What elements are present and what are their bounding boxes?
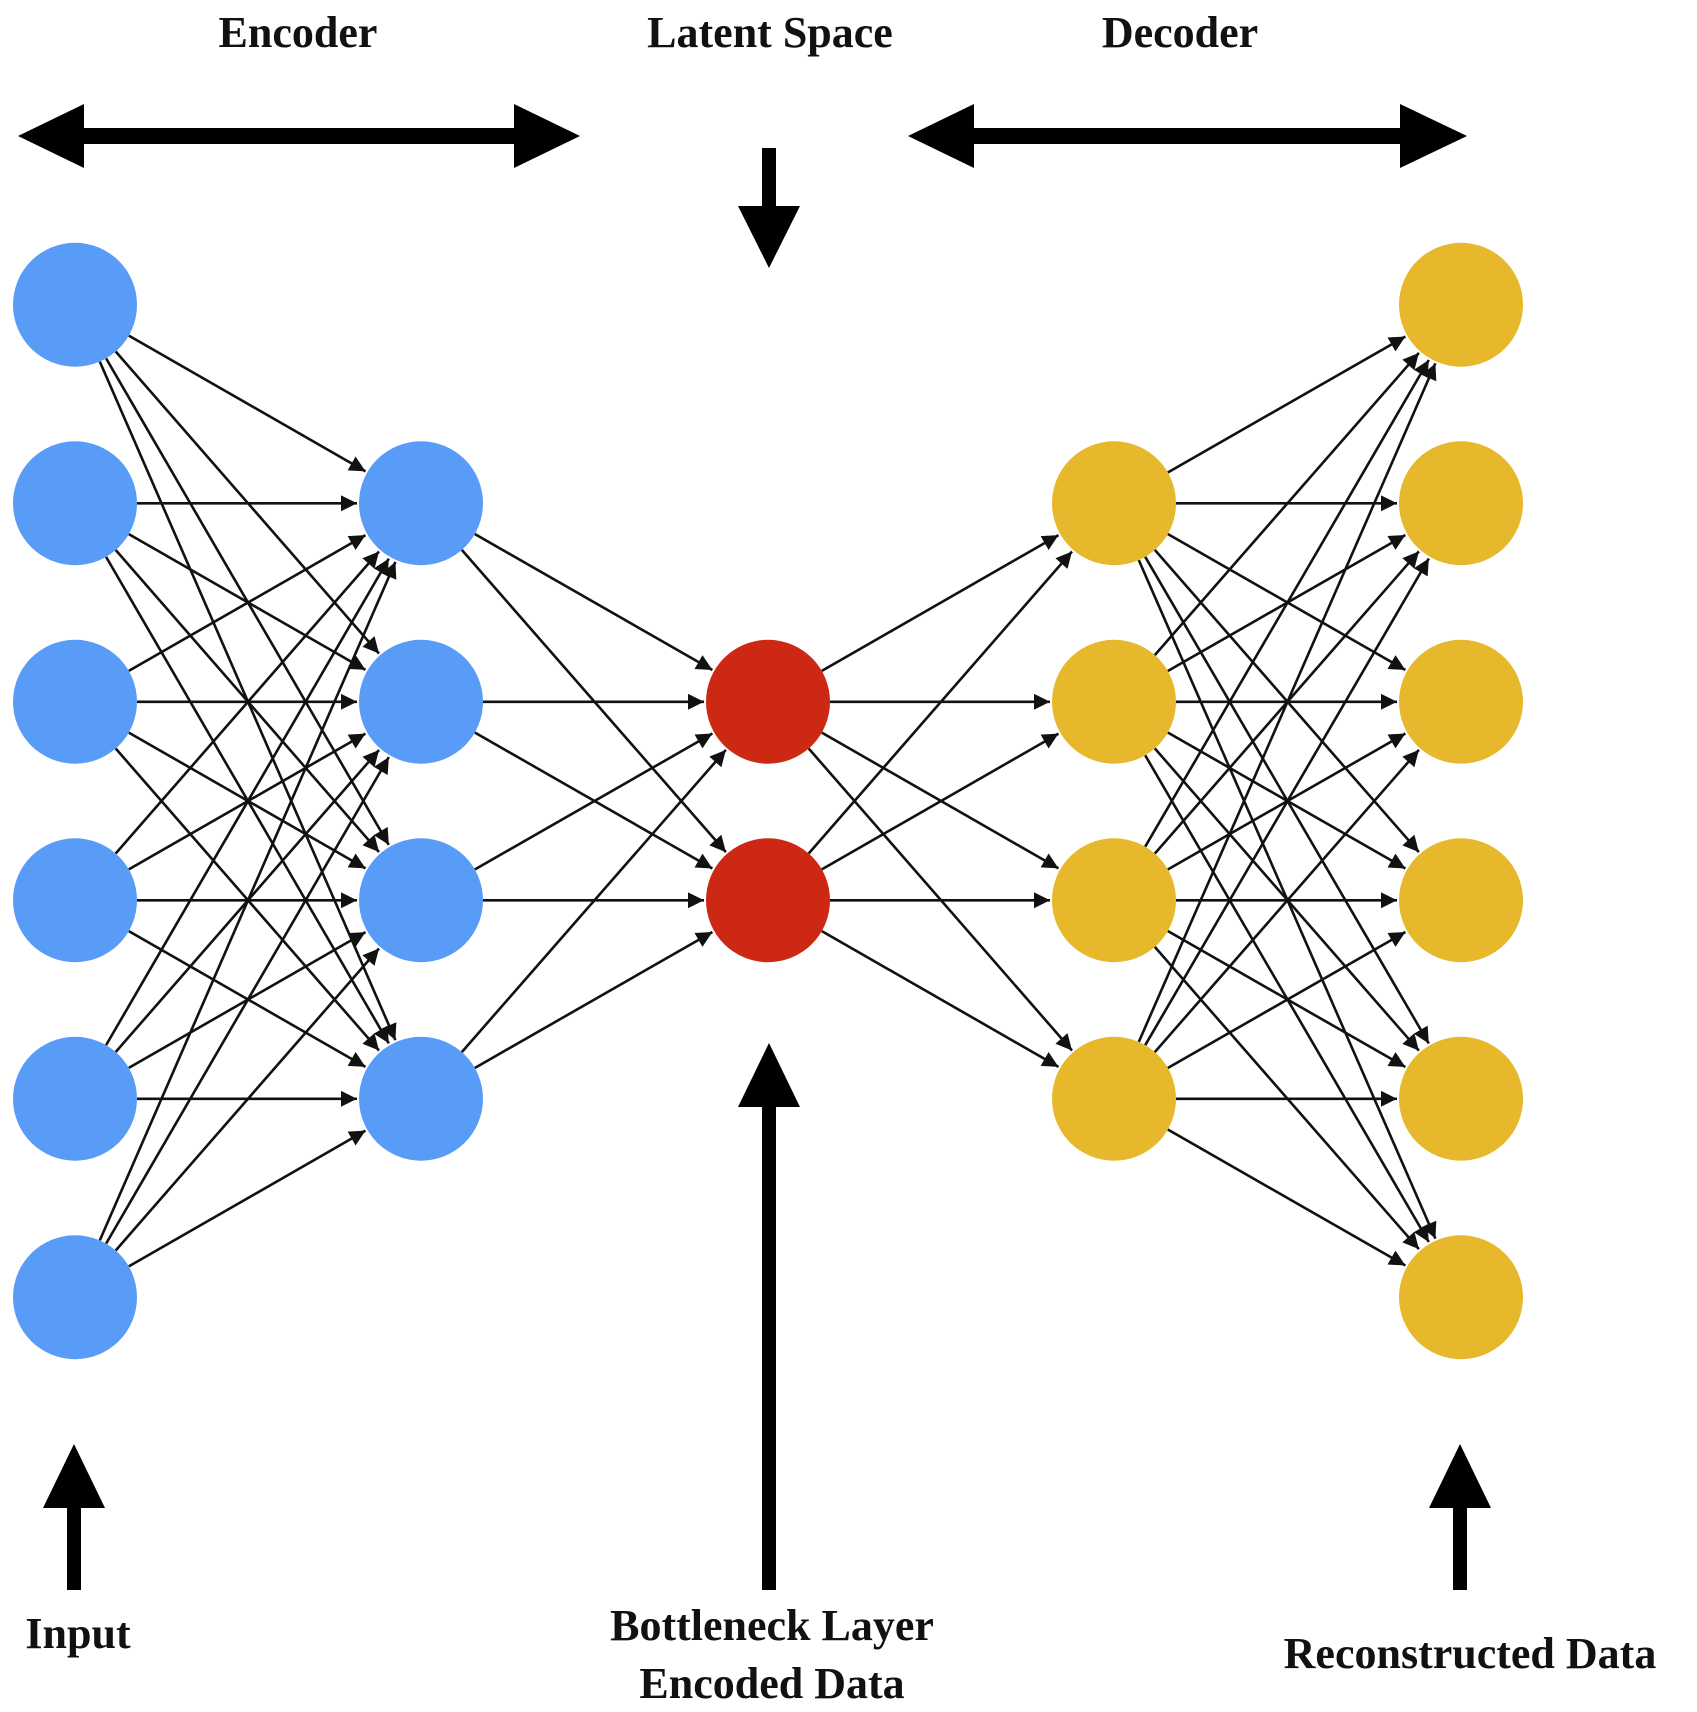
edge-bottleneck-layer-1-to-decoder-hidden-layer-1 (821, 533, 1060, 673)
edge-decoder-hidden-layer-1-to-output-layer-1 (1167, 335, 1407, 474)
encoded-data-label: Encoded Data (639, 1659, 904, 1708)
encoder-hidden-layer-node-2 (359, 639, 483, 764)
output-layer-node-2 (1399, 441, 1523, 566)
edge-decoder-hidden-layer-4-to-output-layer-4 (1167, 930, 1407, 1070)
input-layer-node-2 (13, 441, 137, 566)
network-nodes (13, 242, 1523, 1360)
edge-decoder-hidden-layer-2-to-output-layer-1 (1153, 352, 1420, 656)
output-layer-node-4 (1399, 838, 1523, 963)
edge-input-layer-4-to-encoder-hidden-layer-1 (114, 550, 380, 855)
network-edges (98, 334, 1437, 1268)
edge-decoder-hidden-layer-4-to-output-layer-2 (1144, 557, 1430, 1046)
bottleneck-layer-node-1 (706, 639, 830, 764)
edge-input-layer-1-to-encoder-hidden-layer-1 (128, 334, 367, 473)
edge-encoder-hidden-layer-3-to-bottleneck-layer-1 (474, 732, 714, 871)
edge-encoder-hidden-layer-4-to-bottleneck-layer-1 (460, 749, 727, 1053)
encoder-hidden-layer-node-3 (359, 838, 483, 963)
encoder-hidden-layer-node-4 (359, 1036, 483, 1161)
edge-decoder-hidden-layer-4-to-output-layer-6 (1167, 1128, 1407, 1267)
input-layer-node-6 (13, 1235, 137, 1360)
reconstructed-up-arrow-icon (1429, 1444, 1491, 1590)
output-layer-node-3 (1399, 639, 1523, 764)
edge-input-layer-6-to-encoder-hidden-layer-2 (104, 756, 390, 1245)
edge-bottleneck-layer-2-to-decoder-hidden-layer-4 (821, 929, 1060, 1069)
latent-space-label: Latent Space (647, 8, 893, 57)
edge-input-layer-5-to-encoder-hidden-layer-1 (104, 557, 390, 1046)
input-layer-node-1 (13, 242, 137, 367)
encoder-label: Encoder (219, 8, 378, 57)
reconstructed-data-label: Reconstructed Data (1284, 1629, 1657, 1678)
edge-encoder-hidden-layer-4-to-bottleneck-layer-2 (474, 930, 714, 1070)
edge-input-layer-6-to-encoder-hidden-layer-4 (128, 1129, 367, 1268)
edge-input-layer-6-to-encoder-hidden-layer-1 (98, 561, 397, 1241)
input-layer-node-3 (13, 639, 137, 764)
decoder-hidden-layer-node-3 (1052, 838, 1176, 963)
output-layer-node-5 (1399, 1036, 1523, 1161)
input-layer-node-4 (13, 838, 137, 963)
decoder-hidden-layer-node-2 (1052, 639, 1176, 764)
latent-space-down-arrow-icon (738, 148, 800, 268)
edge-input-layer-3-to-encoder-hidden-layer-1 (128, 533, 367, 673)
decoder-hidden-layer-node-1 (1052, 441, 1176, 566)
edge-decoder-hidden-layer-3-to-output-layer-1 (1144, 359, 1430, 848)
bottleneck-layer-label: Bottleneck Layer (610, 1601, 934, 1650)
decoder-span-arrow-icon (908, 104, 1467, 168)
decoder-label: Decoder (1102, 8, 1258, 57)
edge-decoder-hidden-layer-4-to-output-layer-3 (1153, 749, 1420, 1053)
output-layer-node-6 (1399, 1235, 1523, 1360)
edge-decoder-hidden-layer-4-to-output-layer-1 (1137, 362, 1437, 1043)
input-up-arrow-icon (43, 1444, 105, 1590)
decoder-hidden-layer-node-4 (1052, 1036, 1176, 1161)
encoder-span-arrow-icon (18, 104, 580, 168)
bottleneck-layer-node-2 (706, 838, 830, 963)
input-layer-node-5 (13, 1036, 137, 1161)
input-label: Input (25, 1609, 131, 1658)
edge-bottleneck-layer-2-to-decoder-hidden-layer-1 (807, 550, 1073, 855)
edge-input-layer-6-to-encoder-hidden-layer-3 (114, 947, 380, 1252)
edge-encoder-hidden-layer-1-to-bottleneck-layer-1 (474, 532, 714, 672)
edge-bottleneck-layer-2-to-decoder-hidden-layer-2 (821, 732, 1060, 871)
bottleneck-up-arrow-icon (738, 1043, 800, 1590)
encoder-hidden-layer-node-1 (359, 441, 483, 566)
output-layer-node-1 (1399, 242, 1523, 367)
